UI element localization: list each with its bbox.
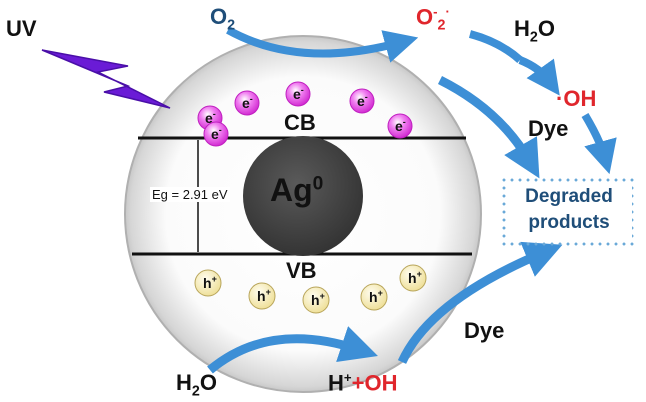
electron-1-label: e- — [205, 109, 216, 126]
arrow-o2-to-superoxide — [226, 26, 419, 63]
ag-label: Ag0 — [270, 172, 324, 208]
electron-6-label: e- — [395, 117, 406, 134]
arrow-superoxide-to-products — [437, 75, 540, 179]
vb-label: VB — [286, 258, 317, 283]
hole-2: h+ — [248, 282, 276, 310]
electron-4-label: e- — [357, 92, 368, 109]
arrow-h2o-to-oh — [518, 56, 560, 96]
h-plus-oh-label: H++OH — [328, 370, 398, 396]
dye-bottom-label: Dye — [464, 318, 505, 343]
arrow-oh-to-products-bottom — [397, 241, 563, 364]
electron-3: e- — [285, 81, 311, 107]
arrow-superoxide-to-h2o — [468, 30, 523, 64]
electron-5: e- — [203, 121, 229, 147]
hole-5: h+ — [399, 264, 427, 292]
degraded-line1: Degraded — [525, 186, 613, 207]
hole-1: h+ — [194, 269, 222, 297]
superoxide-label: O-2· — [416, 4, 450, 34]
holes-group: h+ h+ h+ h+ h+ — [194, 264, 427, 314]
hole-3: h+ — [302, 286, 330, 314]
oh-radical-label: ·OH — [556, 86, 597, 111]
arrow-oh-to-products — [581, 112, 617, 175]
bandgap-label: Eg = 2.91 eV — [150, 187, 230, 202]
h2o-top-label: H2O — [514, 16, 555, 46]
lightning-icon — [41, 49, 171, 109]
dye-top-label: Dye — [528, 116, 569, 141]
cb-label: CB — [284, 110, 316, 135]
electron-3-label: e- — [293, 85, 304, 102]
o2-label: O2 — [210, 4, 236, 34]
h2o-bottom-label: H2O — [176, 370, 217, 400]
degraded-products-box: Degraded products — [500, 176, 638, 246]
electron-2: e- — [234, 90, 260, 116]
electron-4: e- — [349, 88, 375, 114]
degraded-line2: products — [528, 212, 610, 233]
electron-5-label: e- — [211, 125, 222, 142]
electron-2-label: e- — [242, 94, 253, 111]
ag-nanoparticle — [243, 136, 363, 256]
electron-6: e- — [387, 113, 413, 139]
electrons-group: e-e-e-e-e-e- — [197, 81, 413, 147]
uv-label: UV — [6, 16, 37, 41]
hole-4: h+ — [360, 283, 388, 311]
arrow-h2o-to-oh-bottom — [207, 326, 378, 374]
